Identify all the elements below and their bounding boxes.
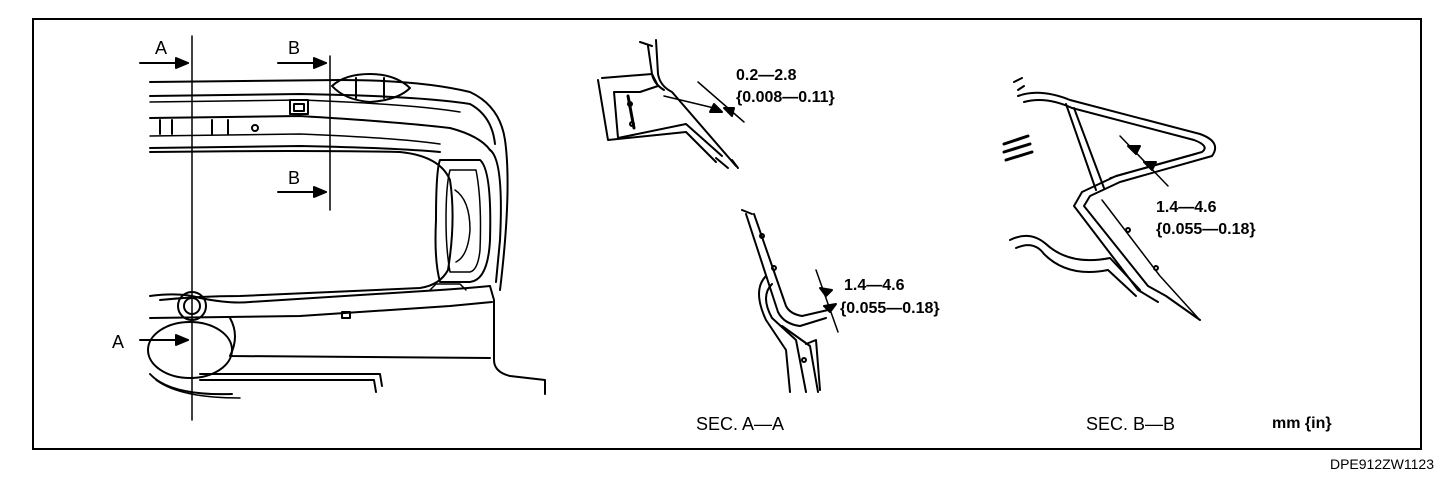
rear-body-view [139, 35, 546, 421]
section-bb-caption: SEC. B—B [1086, 414, 1175, 434]
section-b-label-top: B [288, 38, 300, 58]
bb-dimension-in: {0.055—0.18} [1156, 221, 1256, 238]
aa-upper-dimension-in: {0.008—0.11} [736, 89, 835, 106]
section-b-label-middle: B [288, 168, 300, 188]
section-a-arrow-top [139, 57, 189, 69]
section-b-arrow-middle [277, 186, 327, 198]
section-aa-lower-drawing [741, 209, 839, 393]
bb-dimension-mm: 1.4—4.6 [1156, 199, 1217, 216]
section-a-label-top: A [155, 38, 167, 58]
aa-lower-dimension-mm: 1.4—4.6 [844, 277, 905, 294]
section-aa-upper-drawing [597, 39, 745, 169]
section-bb-drawing [1002, 77, 1216, 321]
figure-code: DPE912ZW1123 [1329, 456, 1434, 472]
section-b-arrow-top [277, 57, 327, 69]
aa-upper-dimension-mm: 0.2—2.8 [736, 67, 797, 84]
section-a-arrow-bottom [139, 334, 189, 346]
units-label: mm {in} [1272, 415, 1332, 432]
figure-frame [32, 18, 1422, 450]
section-a-label-bottom: A [112, 332, 124, 352]
section-aa-caption: SEC. A—A [696, 414, 784, 434]
aa-lower-dimension-in: {0.055—0.18} [840, 300, 940, 317]
